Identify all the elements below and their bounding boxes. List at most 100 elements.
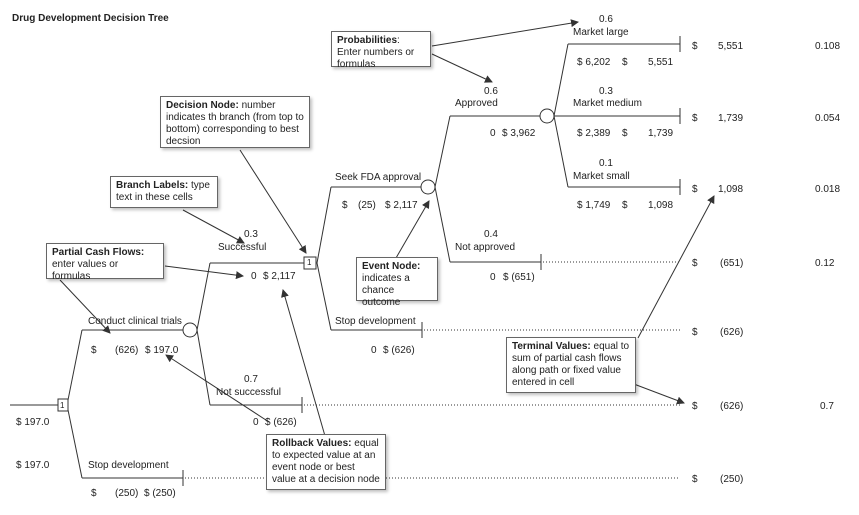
root-to-clinical: [66, 329, 83, 406]
branch-label-market-small: Market small: [573, 171, 630, 182]
terminal-stop-mid: (626): [720, 327, 744, 338]
callout-probabilities-text: : Enter numbers or formulas: [337, 35, 415, 70]
arrow-partial-2: [164, 265, 244, 280]
branch-label-market-medium: Market medium: [573, 98, 642, 109]
branch-label-seek-fda: Seek FDA approval: [335, 172, 422, 183]
prob-market-small: 0.1: [599, 158, 613, 169]
terminal-market-medium: 1,739: [718, 113, 744, 124]
market-medium-rollback-dollar: $: [622, 128, 628, 139]
clinical-to-successful: [196, 262, 211, 331]
arrow-partial-1: [59, 279, 111, 334]
decision-node-2-number: 1: [307, 258, 312, 267]
branch-label-stop-bottom: Stop development: [88, 460, 169, 471]
stop-mid-cash: 0: [371, 345, 377, 356]
clinical-to-notsucc: [196, 329, 211, 406]
arrow-terminal-1: [637, 195, 715, 339]
fda-event-node: [420, 179, 436, 195]
prob-successful: 0.3: [244, 229, 258, 240]
clinical-rollback: $ 197.0: [145, 345, 179, 356]
branch-label-market-large: Market large: [573, 27, 629, 38]
branch-label-clinical: Conduct clinical trials: [88, 316, 182, 327]
terminal-market-small-dollar: $: [692, 184, 698, 195]
terminal-market-large-dollar: $: [692, 41, 698, 52]
callout-branch-labels-text: type text in these cells: [116, 180, 210, 203]
seek-fda-cash: (25): [358, 200, 376, 211]
root-rollback-value: $ 197.0: [16, 417, 50, 428]
terminal-prob-not-approved: 0.12: [815, 258, 835, 269]
market-large-rollback-dollar: $: [622, 57, 628, 68]
prob-not-approved: 0.4: [484, 229, 498, 240]
diagram-title: Drug Development Decision Tree: [12, 13, 169, 24]
callout-rollback-title: Rollback Values:: [272, 438, 352, 449]
terminal-stop-bottom: (250): [720, 474, 744, 485]
arrow-prob-1: [431, 19, 579, 47]
terminal-not-successful-dollar: $: [692, 401, 698, 412]
root-decision-node: [57, 398, 69, 412]
not-successful-cash: 0: [253, 417, 259, 428]
market-small-rollback: 1,098: [648, 200, 674, 211]
approved-cash: 0: [490, 128, 496, 139]
successful-cash: 0: [251, 271, 257, 282]
stop-bottom-cash: (250): [115, 488, 139, 499]
callout-decision-node-title: Decision Node:: [166, 100, 239, 111]
callout-event-node: Event Node: indicates a chance outcome: [356, 257, 438, 308]
terminal-stop-mid-dollar: $: [692, 327, 698, 338]
stop-bottom-cash-dollar: $: [91, 488, 97, 499]
decision-node-2: [303, 256, 317, 270]
arrow-prob-2: [431, 53, 493, 83]
approved-rollback: $ 3,962: [502, 128, 536, 139]
callout-event-node-title: Event Node:: [362, 261, 421, 272]
fda-to-approved: [434, 115, 451, 188]
market-small-cash: $ 1,749: [577, 200, 611, 211]
clinical-event-node: [182, 322, 198, 338]
clinical-cash-dollar: $: [91, 345, 97, 356]
terminal-not-approved: (651): [720, 258, 744, 269]
terminal-not-successful: (626): [720, 401, 744, 412]
callout-decision-node: Decision Node: number indicates th branc…: [160, 96, 310, 148]
dn2-to-seek: [316, 186, 332, 264]
terminal-stop-bottom-dollar: $: [692, 474, 698, 485]
prob-market-large: 0.6: [599, 14, 613, 25]
callout-branch-labels: Branch Labels: type text in these cells: [110, 176, 218, 208]
callout-rollback-text: equal to expected value at an event node…: [272, 438, 380, 485]
seek-fda-rollback: $ 2,117: [385, 200, 418, 211]
market-event-node: [539, 108, 555, 124]
branch-label-stop-mid: Stop development: [335, 316, 416, 327]
callout-event-node-text: indicates a chance outcome: [362, 273, 410, 308]
callout-probabilities-title: Probabilities: [337, 35, 398, 46]
not-approved-rollback: $ (651): [503, 272, 535, 283]
callout-partial-cash-title: Partial Cash Flows:: [52, 247, 145, 258]
callout-partial-cash-flows: Partial Cash Flows:enter values or formu…: [46, 243, 164, 282]
prob-market-medium: 0.3: [599, 86, 613, 97]
market-large-cash: $ 6,202: [577, 57, 611, 68]
branch-label-not-approved: Not approved: [455, 242, 516, 253]
callout-terminal-values: Terminal Values: equal to sum of partial…: [506, 337, 636, 393]
root-value: $ 197.0: [16, 460, 50, 471]
arrow-event-node: [395, 200, 430, 259]
terminal-prob-market-small: 0.018: [815, 184, 841, 195]
terminal-prob-market-medium: 0.054: [815, 113, 841, 124]
successful-rollback: $ 2,117: [263, 271, 296, 282]
market-medium-cash: $ 2,389: [577, 128, 611, 139]
mkt-to-small: [553, 115, 569, 188]
terminal-prob-market-large: 0.108: [815, 41, 841, 52]
clinical-cash: (626): [115, 345, 139, 356]
callout-partial-cash-text: enter values or formulas: [52, 259, 119, 282]
arrow-decision-node: [239, 149, 307, 254]
arrow-rollback-2: [281, 289, 326, 437]
market-large-rollback: 5,551: [648, 57, 674, 68]
prob-approved: 0.6: [484, 86, 498, 97]
branch-label-not-successful: Not successful: [216, 387, 282, 398]
terminal-market-medium-dollar: $: [692, 113, 698, 124]
branch-label-approved: Approved: [455, 98, 498, 109]
seek-fda-cash-dollar: $: [342, 200, 348, 211]
stop-bottom-rollback: $ (250): [144, 488, 176, 499]
terminal-prob-not-successful: 0.7: [820, 401, 834, 412]
callout-rollback-values: Rollback Values: equal to expected value…: [266, 434, 386, 490]
callout-branch-labels-title: Branch Labels:: [116, 180, 189, 191]
not-successful-rollback: $ (626): [265, 417, 297, 428]
callout-probabilities: Probabilities: Enter numbers or formulas: [331, 31, 431, 70]
market-small-rollback-dollar: $: [622, 200, 628, 211]
callout-decision-node-text: number indicates th branch (from top to …: [166, 100, 304, 147]
